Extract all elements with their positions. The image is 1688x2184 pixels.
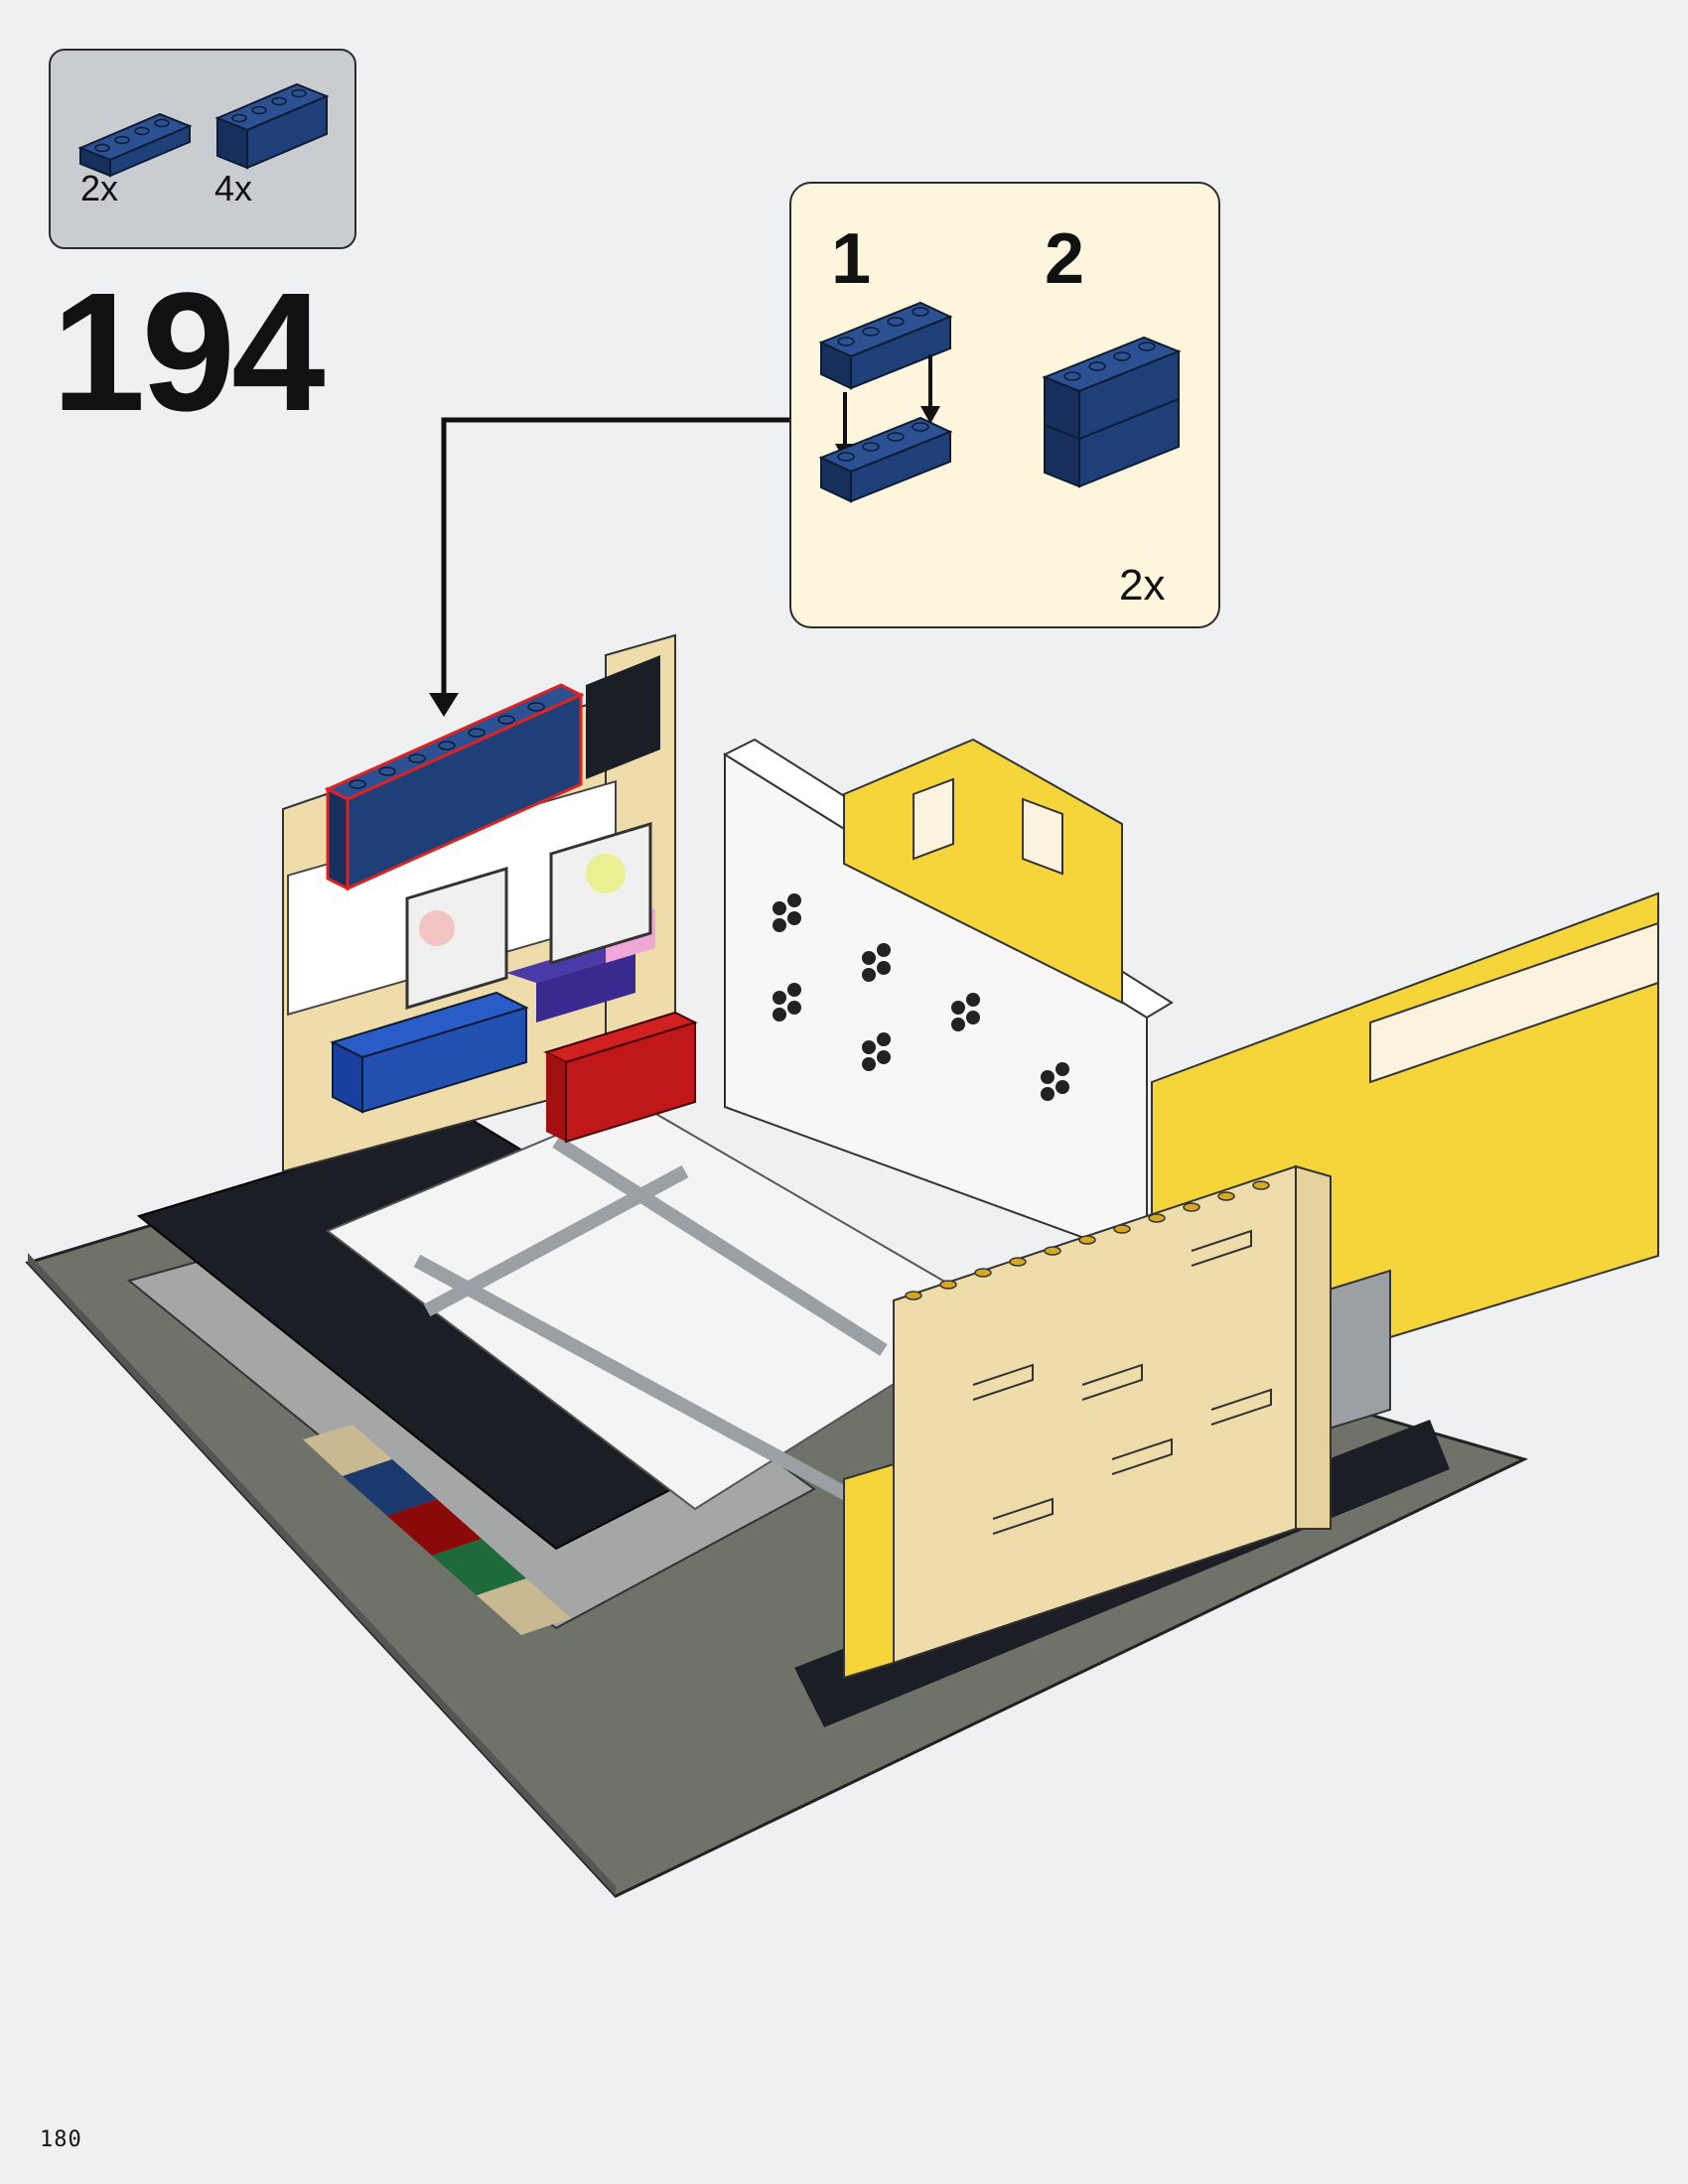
part-1x4-brick-tall-icon	[214, 82, 330, 170]
sub-assembly-callout: 1 2 2x	[789, 182, 1220, 628]
sub-step-number-1: 1	[831, 219, 872, 299]
sub-step-2-illustration	[1042, 336, 1182, 488]
sub-step-number-2: 2	[1045, 219, 1085, 299]
step-number: 194	[52, 258, 326, 447]
sub-step-1-illustration	[818, 301, 953, 503]
page-number: 180	[40, 2127, 82, 2152]
sub-assembly-multiplier: 2x	[1119, 561, 1166, 610]
part-quantity-2: 4x	[214, 168, 253, 208]
part-1x4-brick-short-icon	[77, 112, 193, 178]
part-quantity-1: 2x	[80, 168, 119, 208]
parts-list-callout: 2x 4x	[49, 49, 356, 249]
